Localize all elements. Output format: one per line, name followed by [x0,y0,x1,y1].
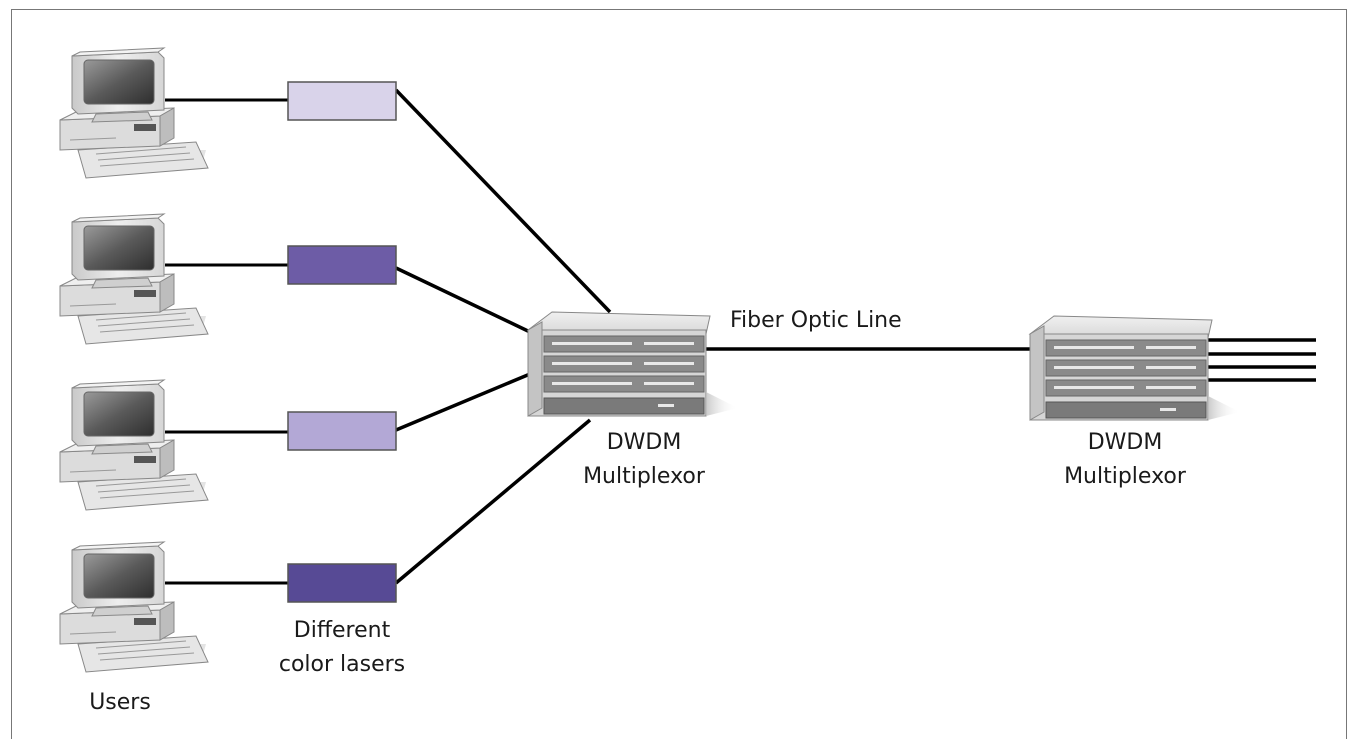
laser-link-1 [394,88,612,314]
laser-link-2 [395,266,531,334]
laser-2 [287,245,397,285]
mux-left-label-line1: DWDM [606,430,682,455]
diagram-frame [11,9,1347,739]
user-computer-3 [59,379,209,511]
user-computer-2 [59,213,209,345]
mux-right [1029,315,1241,421]
mux-left [527,311,739,417]
lasers-label-line1: Different [293,618,391,643]
fiber-optic-line-label: Fiber Optic Line [730,308,902,333]
mux-right-label-line2: Multiplexor [1064,464,1186,489]
laser-link-3 [395,372,531,432]
mux-left-label-line2: Multiplexor [583,464,705,489]
users-label: Users [89,690,151,715]
output-lines [1206,338,1316,382]
lasers-label-line2: color lasers [278,652,406,677]
laser-1 [287,81,397,121]
laser-link-4 [394,418,592,585]
laser-links [394,88,612,585]
user-links [165,98,290,585]
mux-right-label-line1: DWDM [1087,430,1163,455]
lasers [287,81,397,603]
user-computer-4 [59,541,209,673]
laser-3 [287,411,397,451]
laser-4 [287,563,397,603]
user-computer-1 [59,47,209,179]
